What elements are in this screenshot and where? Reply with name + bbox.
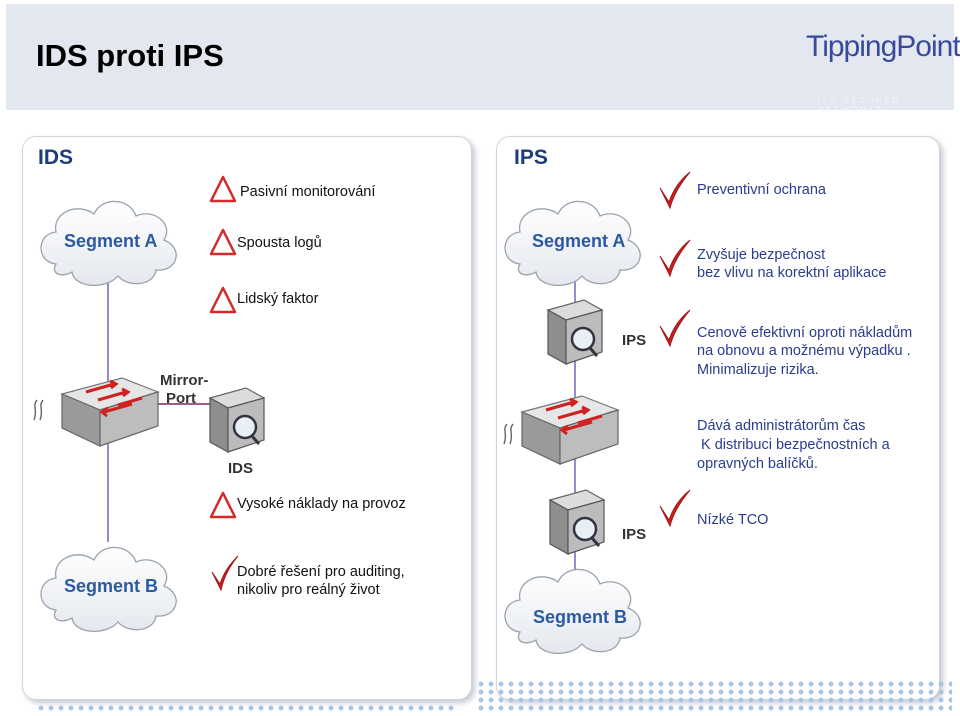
ips-item-admin-line1: Dává administrátorům čas: [697, 418, 866, 434]
ips-item-low-tco: Nízké TCO: [697, 512, 769, 528]
segment-b-label-ids: Segment B: [64, 576, 159, 596]
ips-panel-title: IPS: [514, 146, 548, 169]
ips-item-prevention: Preventivní ochrana: [697, 182, 826, 198]
page-title: IDS proti IPS: [36, 38, 224, 73]
ips-item-security-line2: bez vlivu na korektní aplikace: [697, 265, 887, 281]
ids-item-auditing-line1: Dobré řešení pro auditing,: [237, 564, 405, 580]
ips-device-label-top: IPS: [622, 332, 647, 349]
segment-b-label-ips: Segment B: [533, 607, 628, 627]
ips-item-cost-line2: na obnovu a možnému výpadku .: [697, 343, 911, 359]
ids-item-human-factor: Lidský faktor: [237, 291, 319, 307]
ips-item-security-line1: Zvyšuje bezpečnost: [697, 247, 826, 263]
mirror-port-label-line1: Mirror-: [160, 372, 209, 389]
ids-panel-title: IDS: [38, 146, 74, 169]
ids-item-passive-monitoring: Pasivní monitorování: [240, 184, 376, 200]
ips-item-admin-line2: K distribuci bezpečnostních a: [697, 437, 890, 453]
tippingpoint-logo: TippingPoint: [806, 30, 960, 63]
segment-a-label-ids: Segment A: [64, 231, 158, 251]
ids-item-auditing-line2: nikoliv pro reálný život: [237, 582, 380, 598]
header-bar: [6, 4, 954, 110]
ips-item-admin-line3: opravných balíčků.: [697, 456, 818, 472]
ids-item-many-logs: Spousta logů: [237, 235, 322, 251]
ids-device-label: IDS: [228, 460, 254, 477]
decorative-dots-right: [476, 680, 952, 712]
segment-a-label-ips: Segment A: [532, 231, 626, 251]
ids-item-high-costs: Vysoké náklady na provoz: [237, 496, 406, 512]
ips-item-cost-line1: Cenově efektivní oproti nákladům: [697, 325, 913, 341]
ips-device-label-bottom: IPS: [622, 526, 647, 543]
decorative-dots-left: [36, 704, 456, 712]
ips-item-cost-line3: Minimalizuje rizika.: [697, 362, 819, 378]
logo-tagline: IPS-SECURED NETWORKS: [818, 96, 901, 114]
mirror-port-label-line2: Port: [166, 390, 196, 407]
